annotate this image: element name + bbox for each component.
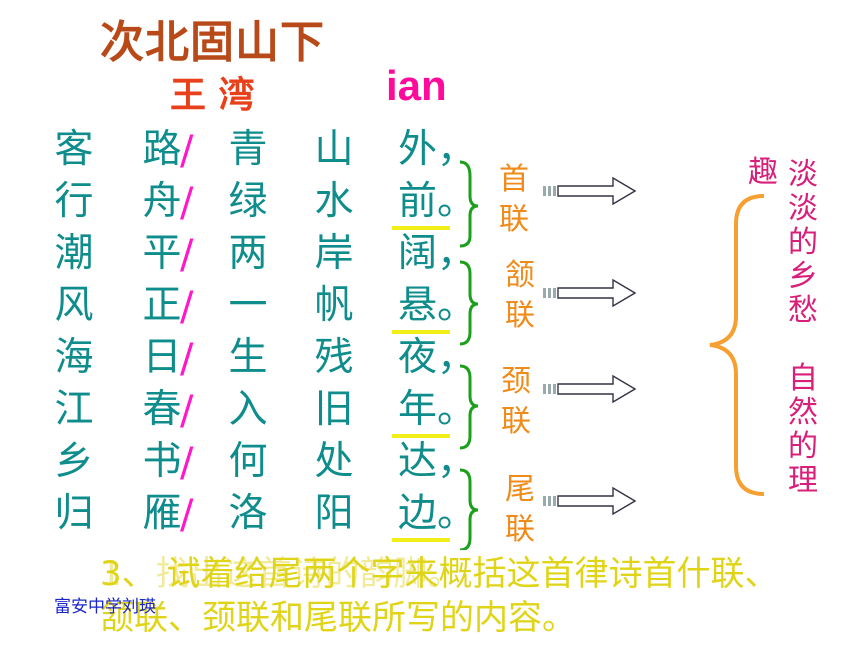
poem-char: 舟 xyxy=(142,179,182,224)
poem-char: 青 xyxy=(228,127,268,172)
question-text: 3、 试着给尾两个字来概括这首律诗首什联、颔联、颈联和尾联所写的内容。 xyxy=(100,554,779,638)
poem-char: 洛 xyxy=(228,491,268,536)
poem-char: 旧 xyxy=(314,387,354,432)
poem-char: 雁 xyxy=(142,491,182,536)
pause-mark: / xyxy=(180,492,194,538)
pause-mark: / xyxy=(180,336,194,382)
poem-char: 春 xyxy=(142,387,182,432)
pause-mark: / xyxy=(180,180,194,226)
pause-mark: / xyxy=(180,128,194,174)
side-column-sorrow: 淡淡的乡愁 xyxy=(788,157,818,328)
stanza-arrows xyxy=(543,177,636,515)
summary-brace xyxy=(709,194,765,496)
arrow-2-icon xyxy=(543,279,636,307)
poem-char: 处 xyxy=(314,439,354,484)
arrow-4-icon xyxy=(543,487,636,515)
poem-char: 海 xyxy=(54,335,94,380)
rhyme-underline xyxy=(392,226,450,230)
rhyme-label: ian xyxy=(386,62,447,109)
pause-mark: / xyxy=(180,440,194,486)
arrow-3-icon xyxy=(543,375,636,403)
poem-char: 路 xyxy=(142,127,182,172)
poem-char: 正 xyxy=(142,283,182,328)
poem-char: 阔， xyxy=(398,231,477,276)
arrow-1-icon xyxy=(543,177,636,205)
brace-2 xyxy=(459,260,479,346)
pause-mark: / xyxy=(180,284,194,330)
brace-4 xyxy=(459,468,479,550)
side-column-reason: 自然的理 xyxy=(788,361,818,498)
rhyme-underline xyxy=(392,330,450,334)
poem-char: 江 xyxy=(54,387,94,432)
stanza-label-3: 颈联 xyxy=(501,364,531,439)
poem-char: 书 xyxy=(142,439,182,484)
poem-char: 帆 xyxy=(314,283,354,328)
stanza-label-4: 尾联 xyxy=(505,472,535,547)
poem-char: 行 xyxy=(54,179,94,224)
poem-char: 平 xyxy=(142,231,182,276)
pause-mark: / xyxy=(180,232,194,278)
poem-char: 潮 xyxy=(54,231,94,276)
poem-char: 归 xyxy=(54,491,94,536)
poem-char: 一 xyxy=(228,283,268,328)
pause-mark: / xyxy=(180,388,194,434)
stanza-braces xyxy=(459,160,479,550)
stanza-label-2: 颔联 xyxy=(505,258,535,333)
brace-1 xyxy=(459,160,479,248)
poem-char: 水 xyxy=(314,179,354,224)
poem-char: 岸 xyxy=(314,231,354,276)
poem-char: 客 xyxy=(54,127,94,172)
rhyme-underline xyxy=(392,538,450,542)
rhyme-underline xyxy=(392,434,450,438)
poem-char: 乡 xyxy=(54,439,94,484)
poem-char: 残 xyxy=(314,335,354,380)
poem-char: 悬。 xyxy=(398,283,477,328)
poem-char: 绿 xyxy=(228,179,268,224)
poem-char: 何 xyxy=(228,439,268,484)
poem-char: 入 xyxy=(228,387,268,432)
brace-3 xyxy=(459,364,479,450)
poem-char: 年。 xyxy=(398,387,477,432)
side-qu: 趣 xyxy=(748,155,778,190)
poem-char: 生 xyxy=(228,335,268,380)
footer-author: 富安中学刘瑛 xyxy=(54,597,156,617)
question-under: 1、找出这首诗的韵脚。 xyxy=(100,554,462,594)
poem-char: 日 xyxy=(142,335,182,380)
poem-author: 王 湾 xyxy=(170,75,255,116)
poem-char: 风 xyxy=(54,283,94,328)
poem-char: 两 xyxy=(228,231,268,276)
stanza-label-1: 首联 xyxy=(499,162,529,237)
poem-char: 山 xyxy=(314,127,354,172)
poem-title: 次北固山下 xyxy=(100,17,325,68)
poem-char: 前。 xyxy=(398,179,477,224)
poem-char: 阳 xyxy=(314,491,354,536)
poem-char: 边。 xyxy=(398,491,477,536)
